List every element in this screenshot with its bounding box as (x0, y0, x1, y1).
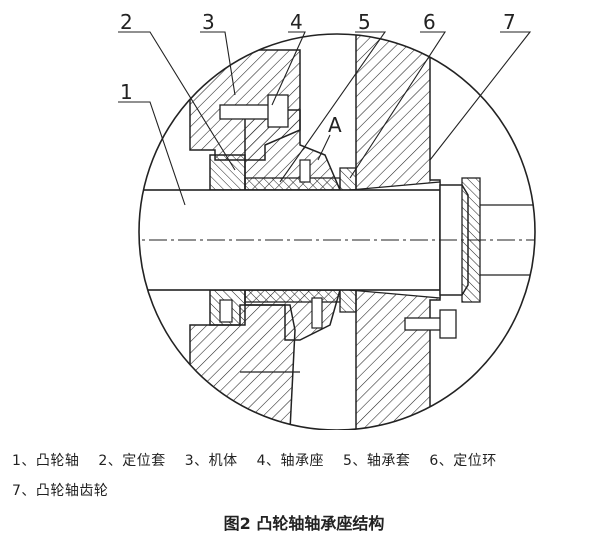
pin-lower (311, 297, 323, 329)
leader-7 (429, 31, 532, 161)
leader-4 (271, 31, 306, 106)
legend-item: 2、定位套 (98, 453, 166, 469)
callout-4: 4 (290, 10, 303, 34)
positioning-sleeve-upper (209, 154, 246, 191)
bearing-sleeve-lower (244, 289, 341, 303)
legend-item: 6、定位环 (429, 453, 497, 469)
callout-3: 3 (202, 10, 215, 34)
legend-item: 1、凸轮轴 (12, 453, 80, 469)
positioning-ring-upper (339, 167, 357, 191)
detail-view (139, 34, 535, 430)
leader-2 (118, 31, 236, 171)
leader-5 (279, 31, 387, 183)
figure-caption: 图2 凸轮轴轴承座结构 (223, 514, 385, 533)
callout-2: 2 (120, 10, 133, 34)
callout-6: 6 (423, 10, 436, 34)
section-marker-a: A (328, 113, 342, 137)
leader-3 (200, 31, 236, 96)
pin-lower-left (219, 299, 233, 323)
callout-5: 5 (358, 10, 371, 34)
leader-lines (118, 31, 532, 206)
pin-upper (299, 159, 311, 183)
positioning-ring-lower (339, 289, 357, 313)
bearing-sleeve-upper (244, 177, 341, 191)
legend-item: 7、凸轮轴齿轮 (12, 483, 109, 499)
leader-a (317, 134, 331, 161)
legend-line-2: 7、凸轮轴齿轮 (12, 480, 122, 500)
legend-item: 3、机体 (184, 453, 238, 469)
leader-1 (118, 101, 186, 206)
legend-item: 4、轴承座 (256, 453, 325, 469)
legend-item: 5、轴承套 (343, 453, 411, 469)
leader-6 (349, 31, 447, 179)
callout-1: 1 (120, 80, 133, 104)
bolt-upper-head (267, 94, 289, 128)
bolt-lower-head (439, 309, 457, 339)
cross-section-drawing: 1 2 3 4 5 6 7 A (118, 10, 536, 430)
detail-circle (138, 33, 536, 430)
callout-7: 7 (503, 10, 516, 34)
legend-line-1: 1、凸轮轴 2、定位套 3、机体 4、轴承座 5、轴承套 6、定位环 (12, 450, 511, 470)
